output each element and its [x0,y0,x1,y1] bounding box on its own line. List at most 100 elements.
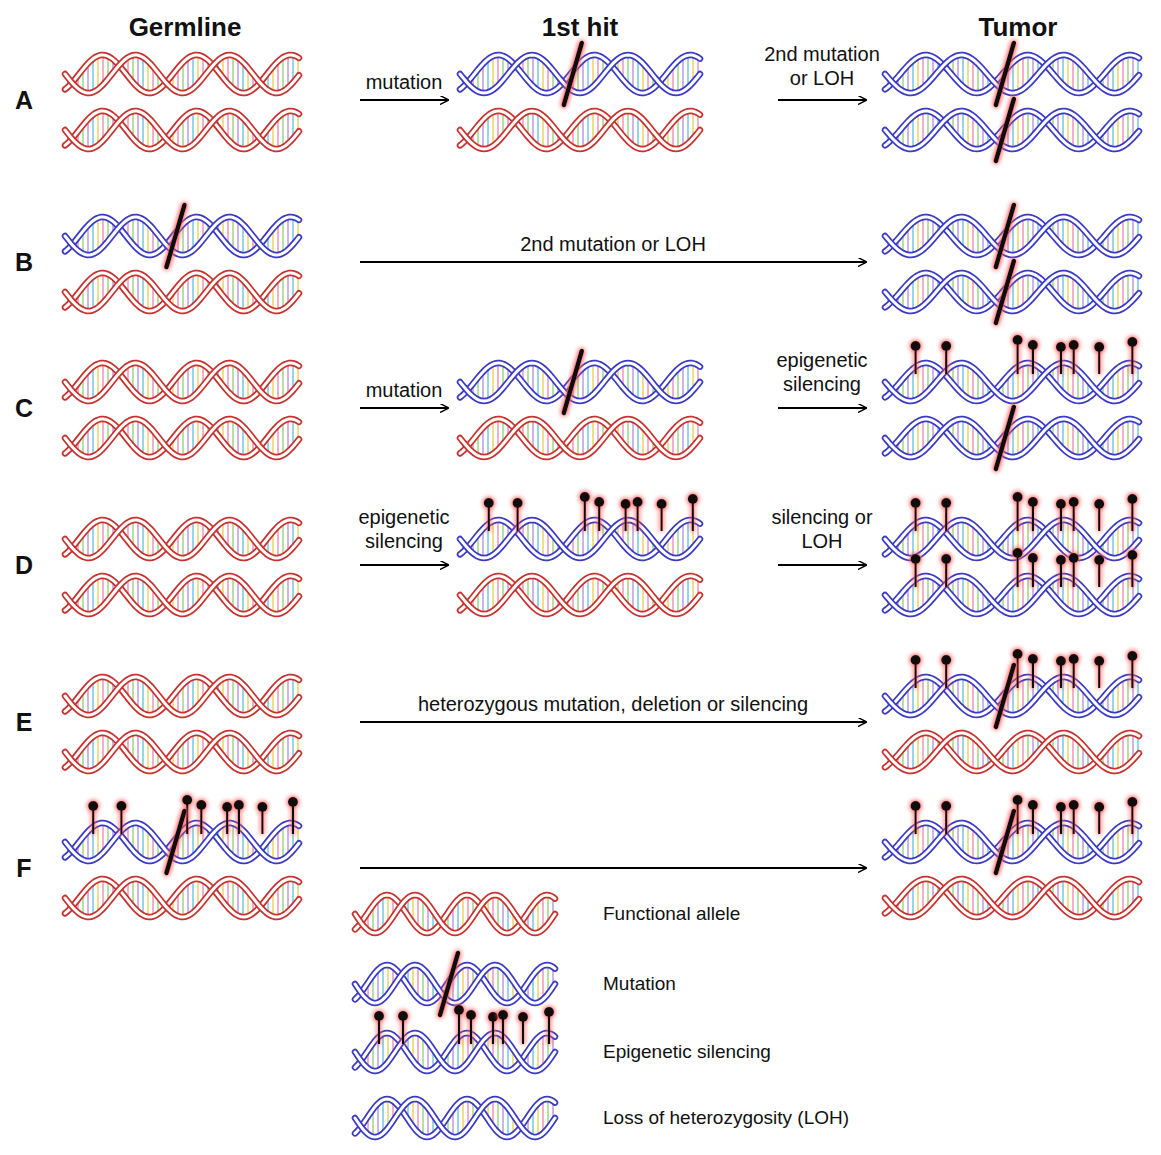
base-pair [237,882,239,916]
dna-strand-core [65,363,299,401]
base-pair [1117,60,1119,93]
base-pair [682,578,684,612]
base-pair [637,367,639,400]
methyl-mark [1056,802,1066,834]
dna-strand [65,111,299,149]
base-pair [142,881,144,915]
base-pair [1017,220,1019,254]
base-pair [1022,364,1024,397]
base-pair [632,521,634,555]
arrow-label: 2nd mutation or LOH [757,42,887,90]
dna-strand-core [65,111,299,149]
base-pair [142,679,144,713]
base-pair [97,880,99,913]
base-pair [917,421,919,455]
dna-strand [65,733,299,771]
dna-strand-core [355,895,555,933]
base-pair [1122,881,1124,915]
dna-helix [65,733,299,771]
base-pair [632,56,634,90]
base-pair [92,115,94,148]
methyl-mark [1069,654,1079,688]
mutation-mark [166,205,184,267]
dna-strand [65,217,299,255]
dna-strand-core [65,733,299,771]
dna-helix [878,548,1147,614]
dna-strand-core [65,217,299,255]
dna-strand [885,419,1139,457]
base-pair [97,678,99,711]
base-pair [237,422,239,456]
dna-strand [355,1033,555,1071]
dna-strand [65,363,299,401]
dna-strand-core [885,520,1139,558]
base-pair [972,424,974,457]
legend-text: Functional allele [603,903,740,926]
base-pair [487,580,489,613]
base-pair [237,579,239,613]
mutation-mark [996,205,1014,267]
base-pair [97,274,99,307]
base-pair [142,522,144,556]
methyl-mark [1094,802,1104,834]
dna-strand [65,677,299,715]
base-pair [92,681,94,714]
dna-strand-core [885,733,1139,771]
base-pair [972,525,974,558]
base-pair [487,59,489,92]
dna-helix [355,953,555,1015]
loh-mark [878,128,1147,133]
base-pair [1122,735,1124,769]
base-pair [142,57,144,91]
base-pair [967,735,969,769]
methyl-mark [1094,656,1104,688]
base-pair [1117,424,1119,457]
loh-mark [878,694,1147,699]
base-pair [967,57,969,91]
base-pair [282,113,284,147]
dna-strand [355,1033,555,1071]
base-pair [282,421,284,455]
dna-strand [460,520,700,558]
dna-strand-core [65,363,299,401]
methyl-mark [1127,550,1137,587]
base-pair [187,58,189,92]
base-pair [237,523,239,557]
dna-strand-core [65,879,299,917]
base-pair [97,112,99,145]
dna-strand-core [460,520,700,558]
base-pair [142,421,144,455]
methyl-mark [941,655,951,688]
dna-helix [65,363,299,401]
dna-strand-core [885,419,1139,457]
base-pair [967,522,969,556]
methyl-mark [1127,337,1137,374]
dna-strand [885,520,1139,558]
base-pair [537,521,539,555]
base-pair [967,881,969,915]
dna-strand [460,576,700,614]
dna-strand [65,55,299,93]
dna-strand [460,111,700,149]
base-pair [492,577,494,611]
methyl-mark [1028,654,1038,688]
base-pair [187,366,189,400]
legend-text: Mutation [603,973,676,996]
dna-helix [885,407,1139,469]
base-pair [92,221,94,254]
base-pair [237,366,239,400]
base-pair [282,881,284,915]
base-pair [682,421,684,455]
dna-helix [58,795,307,873]
methyl-mark [1056,342,1066,374]
methyl-mark [1069,340,1079,374]
dna-strand [885,419,1139,457]
base-pair [1067,218,1069,251]
methyl-mark [941,341,951,374]
base-pair [1017,58,1019,92]
base-pair [917,881,919,915]
row-letter: D [15,550,33,580]
base-pair [282,522,284,556]
methyl-mark [941,801,951,834]
